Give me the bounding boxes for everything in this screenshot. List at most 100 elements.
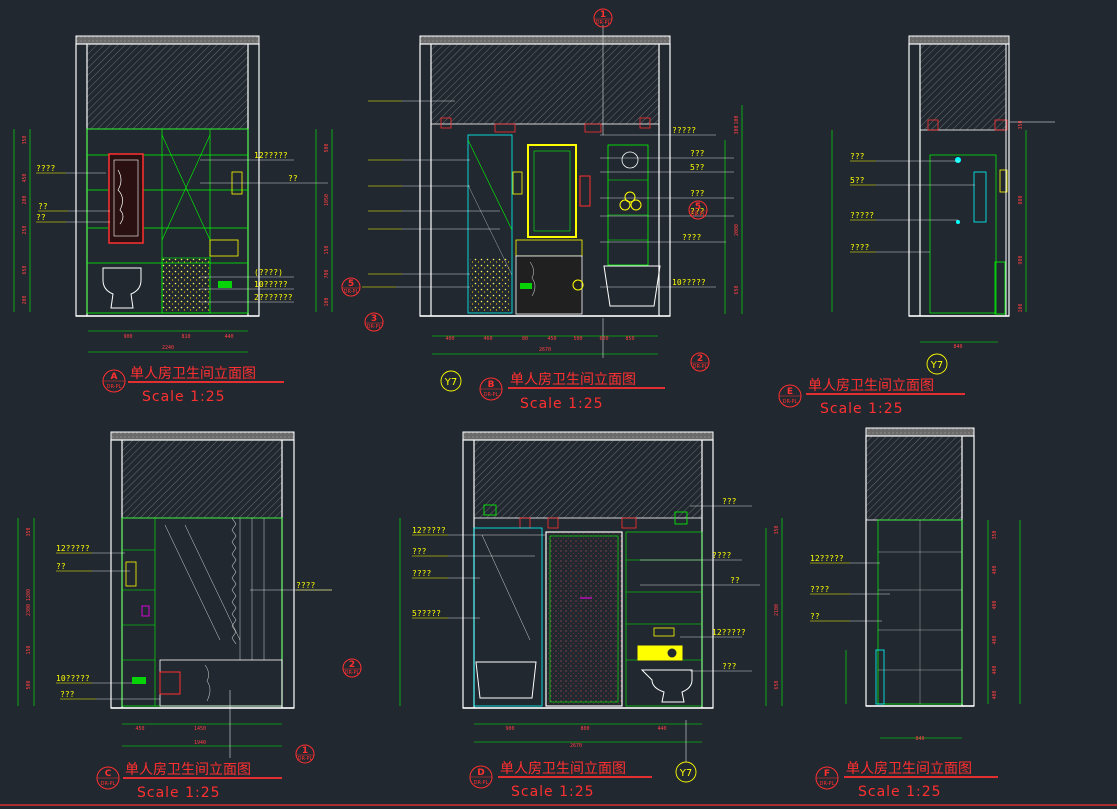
view-e-label: ???? (850, 243, 869, 252)
view-f-label: ?? (810, 612, 820, 621)
view-a-label: (????) (254, 268, 283, 277)
view-b-section-bubble-left-sheet: DR-PL (344, 289, 359, 295)
view-F-letter: F (824, 769, 830, 779)
view-e-dim: 100 (1018, 303, 1024, 312)
view-e-label: ????? (850, 211, 874, 220)
view-a-label: 2??????? (254, 293, 293, 302)
view-d-label: ?? (730, 576, 740, 585)
view-b-section-bubble-top-sheet: DR-PL (596, 20, 611, 26)
view-B-sheet-ref: DR-PL (484, 392, 499, 398)
view-c-section-bubble-bottom-circle (295, 744, 315, 764)
view-d-dim: 650 (774, 680, 780, 689)
view-b-dim-total: 2670 (539, 347, 551, 353)
view-e-y-marker-text: Y7 (930, 360, 943, 371)
view-d-label: ??? (722, 497, 737, 506)
view-b-dim: 400 (445, 336, 454, 342)
view-c-dim-total: 1940 (194, 740, 206, 746)
view-b-dim: 600 (599, 336, 608, 342)
view-a-dim: 900 (123, 334, 132, 340)
view-c-dim: 350 (26, 527, 32, 536)
view-d-dim: 350 (774, 525, 780, 534)
view-a-label: ?? (288, 174, 298, 183)
view-c-label: 10????? (56, 674, 90, 683)
view-c-label: ??? (60, 690, 75, 699)
view-a-dim: 1050 (324, 194, 330, 206)
view-b-dim: 460 (483, 336, 492, 342)
view-f-label: 12????? (810, 554, 844, 563)
view-b-label: 5?? (690, 163, 705, 172)
view-d-label: ???? (412, 569, 431, 578)
view-c-section-bubble-right-number: 2 (349, 660, 355, 670)
view-b-section-bubble-left2-circle (364, 312, 384, 332)
elevation-view-c (17, 431, 295, 758)
view-b-section-bubble-bottom-number: 2 (697, 354, 703, 364)
view-b-dim: 450 (547, 336, 556, 342)
view-d-label: ??? (412, 547, 427, 556)
view-D-scale: Scale 1:25 (511, 784, 595, 800)
view-c-dim: 2300 (26, 604, 32, 616)
view-b-section-bubble-top-circle (593, 8, 613, 28)
elevation-view-a (13, 35, 333, 353)
view-a-label: ?? (38, 202, 48, 211)
annotation-layer: ????????12???????(????)10?????2???????90… (22, 8, 1024, 801)
view-e-y-marker-circle (926, 353, 948, 375)
elevation-view-d (399, 431, 783, 762)
view-e-dim: 900 (1018, 255, 1024, 264)
view-c-section-bubble-right-sheet: DR-PL (345, 670, 360, 676)
view-f-dim: 400 (992, 635, 998, 644)
view-E-sheet-ref: DR-PL (783, 399, 798, 405)
view-b-dim: 2000 (734, 224, 740, 236)
view-b-section-bubble-top-number: 1 (600, 10, 606, 20)
view-a-label: ?? (36, 213, 46, 222)
view-b-dim: 300 (734, 125, 740, 134)
view-e-dim: 350 (1018, 120, 1024, 129)
view-a-dim: 150 (324, 245, 330, 254)
view-b-section-bubble-right-circle (688, 200, 708, 220)
view-b-dim: 500 (573, 336, 582, 342)
view-c-label: ???? (296, 581, 315, 590)
view-d-dim: 900 (505, 726, 514, 732)
view-c-dim: 500 (26, 680, 32, 689)
view-a-label: ???? (36, 164, 55, 173)
view-a-dim-total: 2240 (162, 345, 174, 351)
view-e-label: 5?? (850, 176, 865, 185)
view-f-dim: 400 (992, 665, 998, 674)
view-D-title: 单人房卫生间立面图 (500, 761, 626, 777)
view-d-dim: 800 (580, 726, 589, 732)
view-b-y-marker-circle (440, 370, 462, 392)
view-A-scale: Scale 1:25 (142, 389, 226, 405)
view-c-section-bubble-bottom-sheet: DR-PL (298, 756, 313, 762)
view-c-dim: 1450 (194, 726, 206, 732)
view-b-section-bubble-left2-number: 3 (371, 314, 377, 324)
view-F-title: 单人房卫生间立面图 (846, 761, 972, 777)
view-a-label: 12????? (254, 151, 288, 160)
view-b-section-bubble-left-number: 5 (348, 279, 354, 289)
view-D-letter: D (477, 768, 484, 778)
view-d-label: 12????? (712, 628, 746, 637)
view-c-section-bubble-right-circle (342, 658, 362, 678)
view-f-dim: 840 (915, 736, 924, 742)
view-b-label: ??? (690, 149, 705, 158)
view-c-label: ?? (56, 562, 66, 571)
view-a-dim: 250 (22, 225, 28, 234)
view-c-label: 12????? (56, 544, 90, 553)
view-b-dim: 100 (734, 115, 740, 124)
view-E-title: 单人房卫生间立面图 (808, 378, 934, 394)
view-d-label: 12????? (412, 526, 446, 535)
view-E-letter: E (787, 387, 793, 397)
view-F-scale: Scale 1:25 (858, 784, 942, 800)
view-b-dim: 850 (625, 336, 634, 342)
view-d-label: ???? (712, 551, 731, 560)
view-b-dim: 650 (734, 285, 740, 294)
view-c-dim: 150 (26, 645, 32, 654)
view-a-dim: 200 (22, 295, 28, 304)
view-a-dim: 100 (324, 297, 330, 306)
view-d-dim: 440 (657, 726, 666, 732)
view-b-label: ??? (690, 207, 705, 216)
view-b-section-bubble-bottom-circle (690, 352, 710, 372)
view-A-title: 单人房卫生间立面图 (130, 366, 256, 382)
view-a-dim: 700 (324, 269, 330, 278)
view-b-section-bubble-right-sheet: DR-PL (691, 212, 706, 218)
view-d-label: ??? (722, 662, 737, 671)
